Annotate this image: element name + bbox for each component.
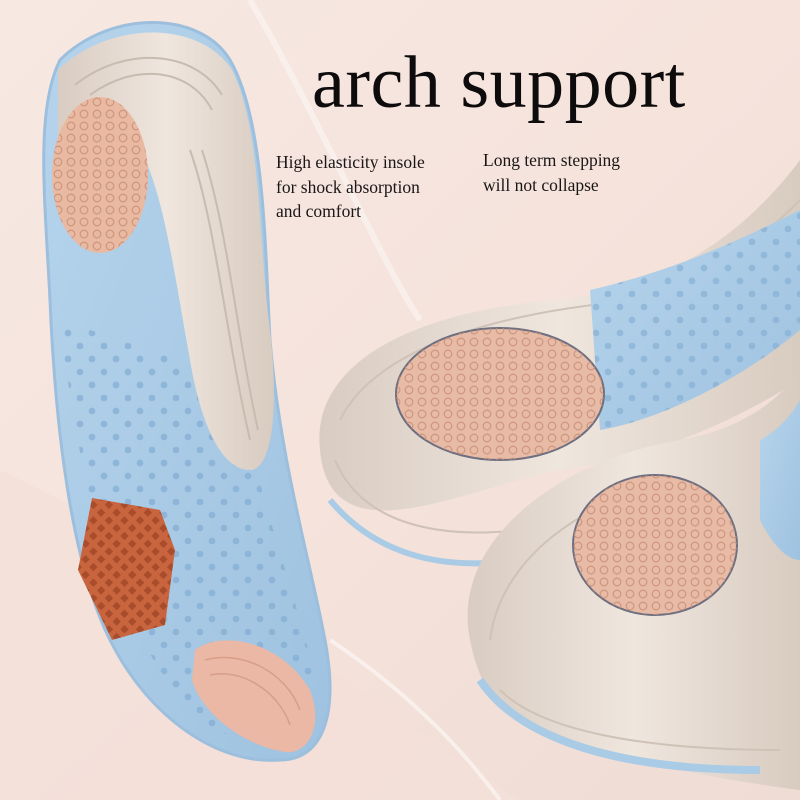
right-insole	[467, 370, 800, 790]
feature-no-collapse: Long term stepping will not collapse	[483, 148, 620, 197]
feature-line: High elasticity insole	[276, 152, 425, 172]
arch-pad	[78, 498, 175, 640]
feature-line: for shock absorption	[276, 176, 420, 197]
feature-line: Long term stepping	[483, 150, 621, 170]
forefoot-pad	[192, 640, 316, 753]
middle-insole	[319, 160, 800, 567]
left-insole	[42, 21, 332, 762]
headline: arch support	[312, 42, 686, 124]
feature-line: and comfort	[276, 201, 362, 221]
feature-shock-absorption: High elasticity insole for shock absorpt…	[276, 150, 425, 224]
feature-line: will not collapse	[483, 174, 599, 195]
